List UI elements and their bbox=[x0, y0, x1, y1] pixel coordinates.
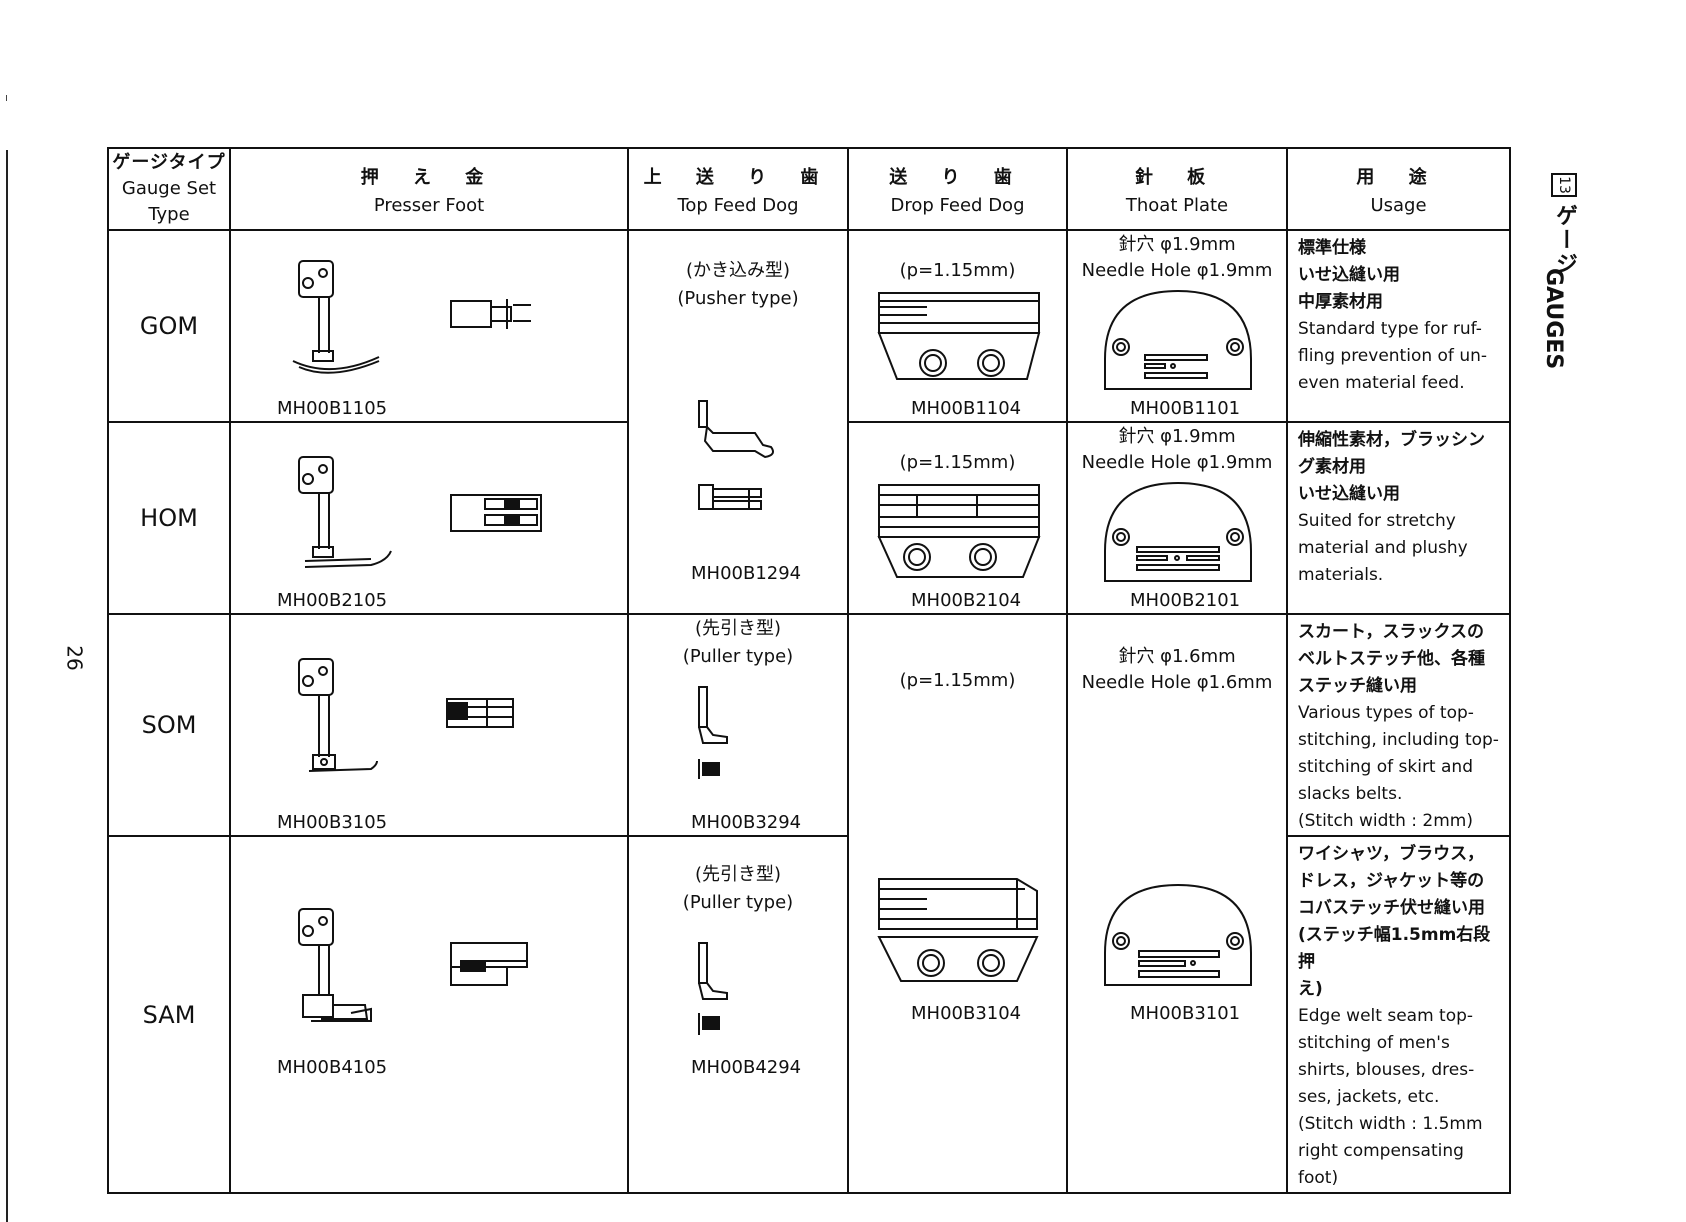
gauge-type-cell: SOM bbox=[107, 613, 231, 837]
top-feed-dog-cell: (先引き型) (Puller type) MH00B4294 bbox=[627, 835, 849, 1194]
presser-foot-drawing bbox=[298, 456, 542, 568]
usage-jp: 標準仕様 いせ込縫い用 中厚素材用 bbox=[1298, 238, 1400, 312]
drop-feed-dog-cell: (p=1.15mm) MH00B1104 bbox=[847, 229, 1068, 423]
throat-plate-cell: 針穴 φ1.6mm Needle Hole φ1.6mm MH00B3101 bbox=[1066, 613, 1288, 1194]
needle-hole-jp: 針穴 φ1.6mm bbox=[1118, 646, 1236, 667]
top-feed-type-en: (Puller type) bbox=[682, 892, 794, 913]
margin-tick bbox=[6, 95, 7, 101]
drop-feed-dog-part-number: MH00B2104 bbox=[911, 590, 1022, 611]
presser-foot-drawing bbox=[298, 658, 514, 772]
presser-foot-part-number: MH00B1105 bbox=[277, 398, 388, 419]
presser-foot-drawing bbox=[292, 260, 531, 374]
top-feed-type-jp: (先引き型) bbox=[694, 864, 782, 885]
gauge-type-cell: GOM bbox=[107, 229, 231, 423]
presser-foot-part-number: MH00B4105 bbox=[277, 1057, 388, 1078]
top-feed-dog-cell: (先引き型) (Puller type) MH00B3294 bbox=[627, 613, 849, 837]
table-row-hom: HOM MH00B2105 (p=1.15mm) MH00B2104 針穴 φ1… bbox=[107, 421, 1511, 615]
needle-hole-en: Needle Hole φ1.9mm bbox=[1081, 452, 1273, 473]
usage-en: Edge welt seam top- stitching of men's s… bbox=[1298, 1006, 1483, 1188]
drop-feed-dog-cell: (p=1.15mm) MH00B2104 bbox=[847, 421, 1068, 615]
needle-hole-en: Needle Hole φ1.6mm bbox=[1081, 672, 1273, 693]
usage-en: Standard type for ruf- fling prevention … bbox=[1298, 319, 1488, 393]
usage-cell: 伸縮性素材，ブラッシン グ素材用 いせ込縫い用 Suited for stret… bbox=[1286, 421, 1511, 615]
gauge-type-cell: HOM bbox=[107, 421, 231, 615]
usage-jp: 伸縮性素材，ブラッシン グ素材用 いせ込縫い用 bbox=[1298, 430, 1485, 504]
top-feed-type-en: (Puller type) bbox=[682, 646, 794, 667]
usage-cell: ワイシャツ，ブラウス， ドレス，ジャケット等の コバステッチ伏せ縫い用 (ステッ… bbox=[1286, 835, 1511, 1194]
needle-hole-jp: 針穴 φ1.9mm bbox=[1118, 234, 1236, 255]
presser-foot-part-number: MH00B2105 bbox=[277, 590, 388, 611]
top-feed-dog-part-number: MH00B3294 bbox=[691, 812, 802, 833]
drop-feed-dog-drawing bbox=[877, 484, 1041, 578]
table-row-gom: GOM MH00B1105 (かき込み型) (Pusher type) MH00… bbox=[107, 229, 1511, 615]
throat-plate-cell: 針穴 φ1.9mm Needle Hole φ1.9mm MH00B2101 bbox=[1066, 421, 1288, 615]
presser-foot-cell: MH00B2105 bbox=[229, 421, 629, 615]
throat-plate-part-number: MH00B2101 bbox=[1130, 590, 1241, 611]
drop-feed-dog-cell: (p=1.15mm) MH00B3104 bbox=[847, 613, 1068, 1194]
usage-en: Various types of top- stitching, includi… bbox=[1298, 703, 1499, 831]
top-feed-type-jp: (先引き型) bbox=[694, 618, 782, 639]
section-number-box: 13 bbox=[1551, 173, 1577, 197]
throat-plate-part-number: MH00B1101 bbox=[1130, 398, 1241, 419]
throat-plate-drawing bbox=[1104, 481, 1252, 582]
usage-cell: スカート，スラックスの ベルトステッチ他、各種 ステッチ縫い用 Various … bbox=[1286, 613, 1511, 837]
drop-feed-pitch: (p=1.15mm) bbox=[899, 452, 1016, 473]
section-title-jp: ゲージ bbox=[1552, 204, 1577, 276]
drop-feed-pitch: (p=1.15mm) bbox=[899, 670, 1016, 691]
presser-foot-cell: MH00B1105 bbox=[229, 229, 629, 423]
drop-feed-dog-part-number: MH00B3104 bbox=[911, 1003, 1022, 1024]
needle-hole-jp: 針穴 φ1.9mm bbox=[1118, 426, 1236, 447]
table-row-som: SOM MH00B3105 (先引き型) (Puller type) MH00B… bbox=[107, 613, 1511, 1194]
top-feed-type-en: (Pusher type) bbox=[677, 288, 799, 309]
throat-plate-cell: 針穴 φ1.9mm Needle Hole φ1.9mm MH00B1101 bbox=[1066, 229, 1288, 423]
presser-foot-drawing bbox=[298, 908, 528, 1022]
top-feed-dog-drawing bbox=[698, 686, 728, 779]
section-title-en: GAUGES bbox=[1541, 268, 1566, 370]
top-feed-dog-drawing bbox=[698, 942, 728, 1035]
drop-feed-dog-part-number: MH00B1104 bbox=[911, 398, 1022, 419]
drop-feed-pitch: (p=1.15mm) bbox=[899, 260, 1016, 281]
throat-plate-drawing bbox=[1104, 883, 1252, 986]
top-feed-type-jp: (かき込み型) bbox=[685, 260, 791, 281]
top-feed-dog-cell: (かき込み型) (Pusher type) MH00B1294 bbox=[627, 229, 849, 615]
drop-feed-dog-drawing bbox=[877, 878, 1039, 982]
presser-foot-part-number: MH00B3105 bbox=[277, 812, 388, 833]
page-number: 26 bbox=[62, 645, 87, 671]
drop-feed-dog-drawing bbox=[877, 292, 1041, 380]
throat-plate-drawing bbox=[1104, 289, 1252, 390]
presser-foot-cell: MH00B3105 bbox=[229, 613, 629, 837]
top-feed-dog-drawing bbox=[698, 400, 774, 510]
binding-margin-line bbox=[6, 150, 8, 1222]
gauge-type-cell: SAM bbox=[107, 835, 231, 1194]
usage-en: Suited for stretchy material and plushy … bbox=[1298, 511, 1468, 585]
usage-cell: 標準仕様 いせ込縫い用 中厚素材用 Standard type for ruf-… bbox=[1286, 229, 1511, 423]
usage-jp: スカート，スラックスの ベルトステッチ他、各種 ステッチ縫い用 bbox=[1298, 622, 1485, 696]
presser-foot-cell: MH00B4105 bbox=[229, 835, 629, 1194]
section-title: 13 ゲージ GAUGES bbox=[1536, 172, 1592, 412]
top-feed-dog-part-number: MH00B1294 bbox=[691, 563, 802, 584]
usage-jp: ワイシャツ，ブラウス， ドレス，ジャケット等の コバステッチ伏せ縫い用 (ステッ… bbox=[1298, 844, 1491, 999]
header-gauge-type: ゲージタイプ Gauge Set Type bbox=[107, 147, 231, 231]
top-feed-dog-part-number: MH00B4294 bbox=[691, 1057, 802, 1078]
throat-plate-part-number: MH00B3101 bbox=[1130, 1003, 1241, 1024]
table-row-sam: SAM MH00B4105 (先引き型) (Puller type) MH00B… bbox=[107, 835, 1511, 1194]
needle-hole-en: Needle Hole φ1.9mm bbox=[1081, 260, 1273, 281]
